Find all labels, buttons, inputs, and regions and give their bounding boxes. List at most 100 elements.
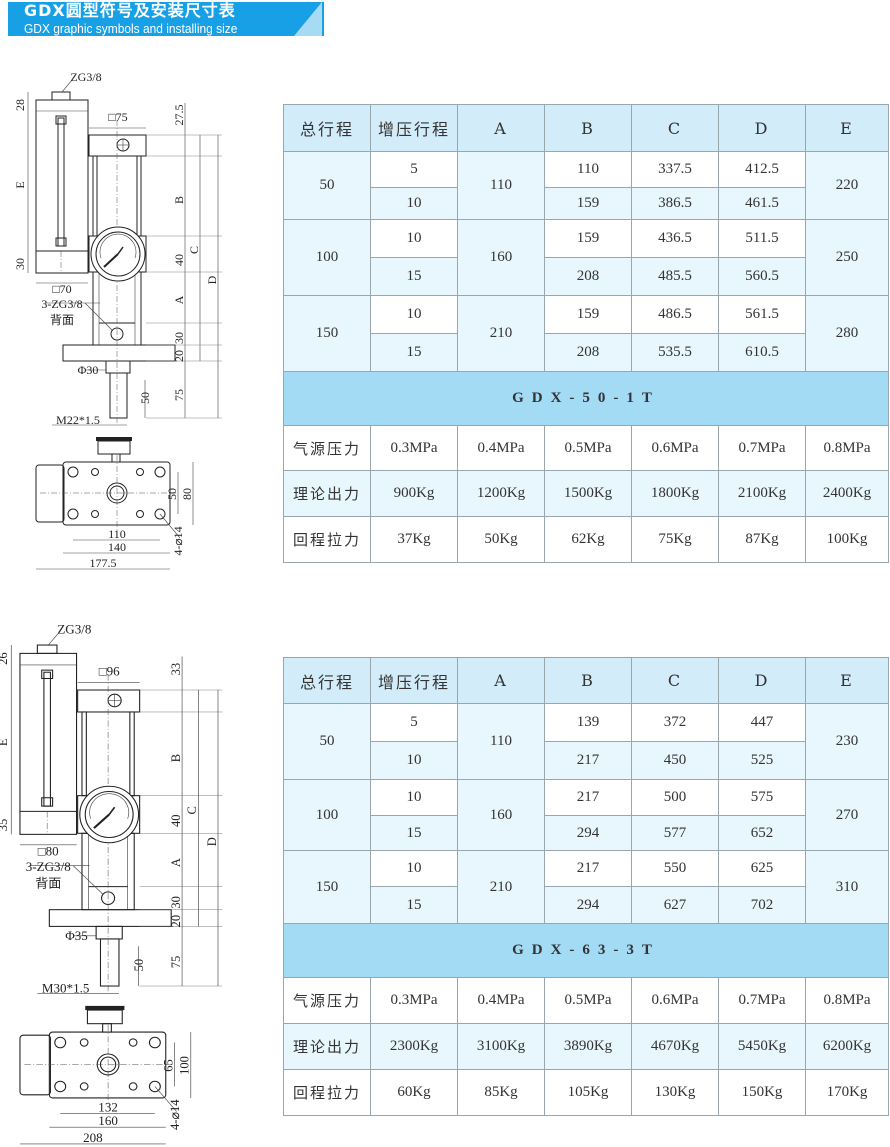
dim-label-E: E bbox=[13, 181, 27, 188]
dim-e-cell: 270 bbox=[805, 779, 889, 851]
pressure-gauge-icon bbox=[90, 226, 146, 282]
dim-c-cell: 577 bbox=[631, 815, 719, 851]
dim-c-cell: 535.5 bbox=[631, 333, 719, 372]
dim-d-cell: 575 bbox=[718, 779, 806, 816]
perf-value: 0.3MPa bbox=[370, 425, 458, 471]
dimension-lines bbox=[27, 79, 222, 426]
perf-value: 0.6MPa bbox=[631, 425, 719, 471]
dim-label-sq_head: □96 bbox=[99, 665, 121, 679]
dim-label-band: 30 bbox=[13, 258, 27, 270]
dim-d-cell: 412.5 bbox=[718, 151, 806, 188]
dim-b-cell: 208 bbox=[544, 333, 632, 372]
perf-value: 2400Kg bbox=[805, 470, 889, 517]
perf-value: 4670Kg bbox=[631, 1023, 719, 1070]
total-stroke-cell: 100 bbox=[283, 219, 371, 296]
dim-label-head_h: 33 bbox=[169, 663, 183, 676]
dim-d-cell: 625 bbox=[718, 850, 806, 887]
perf-value: 37Kg bbox=[370, 516, 458, 563]
dim-d-cell: 511.5 bbox=[718, 219, 806, 258]
dim-b-cell: 217 bbox=[544, 779, 632, 816]
dim-label-cap: 26 bbox=[0, 652, 10, 665]
dim-label-sq_res: □80 bbox=[38, 844, 59, 858]
dim-label-stroke: 75 bbox=[169, 956, 183, 969]
perf-value: 900Kg bbox=[370, 470, 458, 517]
dim-d-cell: 525 bbox=[718, 741, 806, 780]
dim-label-block_h: 30 bbox=[172, 332, 186, 344]
dim-label-A: A bbox=[169, 857, 183, 867]
perf-value: 0.4MPa bbox=[457, 977, 545, 1024]
dim-a-cell: 160 bbox=[457, 219, 545, 296]
dimension-lines bbox=[10, 632, 223, 994]
perf-label: 回程拉力 bbox=[283, 1069, 371, 1116]
dim-label-A: A bbox=[172, 295, 186, 304]
boost-stroke-cell: 10 bbox=[370, 219, 458, 258]
dim-label-back: 背面 bbox=[50, 313, 74, 327]
dim-e-cell: 220 bbox=[805, 151, 889, 220]
boost-stroke-cell: 15 bbox=[370, 257, 458, 296]
perf-value: 75Kg bbox=[631, 516, 719, 563]
dim-label-gauge_h: 40 bbox=[172, 254, 186, 266]
cylinder-body bbox=[48, 674, 172, 994]
perf-value: 85Kg bbox=[457, 1069, 545, 1116]
total-stroke-cell: 100 bbox=[283, 779, 371, 851]
perf-value: 100Kg bbox=[805, 516, 889, 563]
header-cell: A bbox=[457, 657, 545, 704]
dim-c-cell: 337.5 bbox=[631, 151, 719, 188]
dim-b-cell: 208 bbox=[544, 257, 632, 296]
perf-value: 2300Kg bbox=[370, 1023, 458, 1070]
model-title: GDX-50-1T bbox=[283, 371, 889, 426]
header-cell: 增压行程 bbox=[370, 104, 458, 152]
perf-value: 0.5MPa bbox=[544, 977, 632, 1024]
perf-value: 0.8MPa bbox=[805, 977, 889, 1024]
dim-e-cell: 280 bbox=[805, 295, 889, 372]
dim-a-cell: 110 bbox=[457, 703, 545, 780]
model-title: GDX-63-3T bbox=[283, 923, 889, 978]
dim-label-band: 35 bbox=[0, 819, 10, 832]
dim-d-cell: 447 bbox=[718, 703, 806, 742]
dim-label-shaft: Φ35 bbox=[65, 929, 88, 943]
dim-b-cell: 217 bbox=[544, 850, 632, 887]
dim-label-E: E bbox=[0, 738, 10, 746]
perf-value: 0.4MPa bbox=[457, 425, 545, 471]
dim-b-cell: 217 bbox=[544, 741, 632, 780]
perf-label: 气源压力 bbox=[283, 977, 371, 1024]
header-cell: B bbox=[544, 657, 632, 704]
dim-d-cell: 652 bbox=[718, 815, 806, 851]
dim-d-cell: 702 bbox=[718, 886, 806, 924]
header-cell: B bbox=[544, 104, 632, 152]
dim-d-cell: 561.5 bbox=[718, 295, 806, 334]
dim-a-cell: 210 bbox=[457, 850, 545, 924]
dim-a-cell: 160 bbox=[457, 779, 545, 851]
dim-d-cell: 560.5 bbox=[718, 257, 806, 296]
boost-stroke-cell: 5 bbox=[370, 703, 458, 742]
header-cell: E bbox=[805, 104, 889, 152]
dim-label-h1: 65 bbox=[161, 1059, 175, 1072]
reservoir bbox=[35, 91, 89, 274]
dim-label-holes: 4-⌀14 bbox=[171, 526, 185, 555]
boost-stroke-cell: 15 bbox=[370, 333, 458, 372]
dim-label-w3: 208 bbox=[83, 1131, 103, 1145]
perf-value: 0.7MPa bbox=[718, 977, 806, 1024]
boost-stroke-cell: 10 bbox=[370, 187, 458, 220]
boost-stroke-cell: 15 bbox=[370, 886, 458, 924]
perf-value: 105Kg bbox=[544, 1069, 632, 1116]
dim-label-plate_h: 20 bbox=[172, 350, 186, 362]
bottom-view bbox=[35, 437, 194, 570]
perf-value: 0.6MPa bbox=[631, 977, 719, 1024]
perf-value: 0.5MPa bbox=[544, 425, 632, 471]
dim-label-zg_top: ZG3/8 bbox=[57, 623, 91, 637]
